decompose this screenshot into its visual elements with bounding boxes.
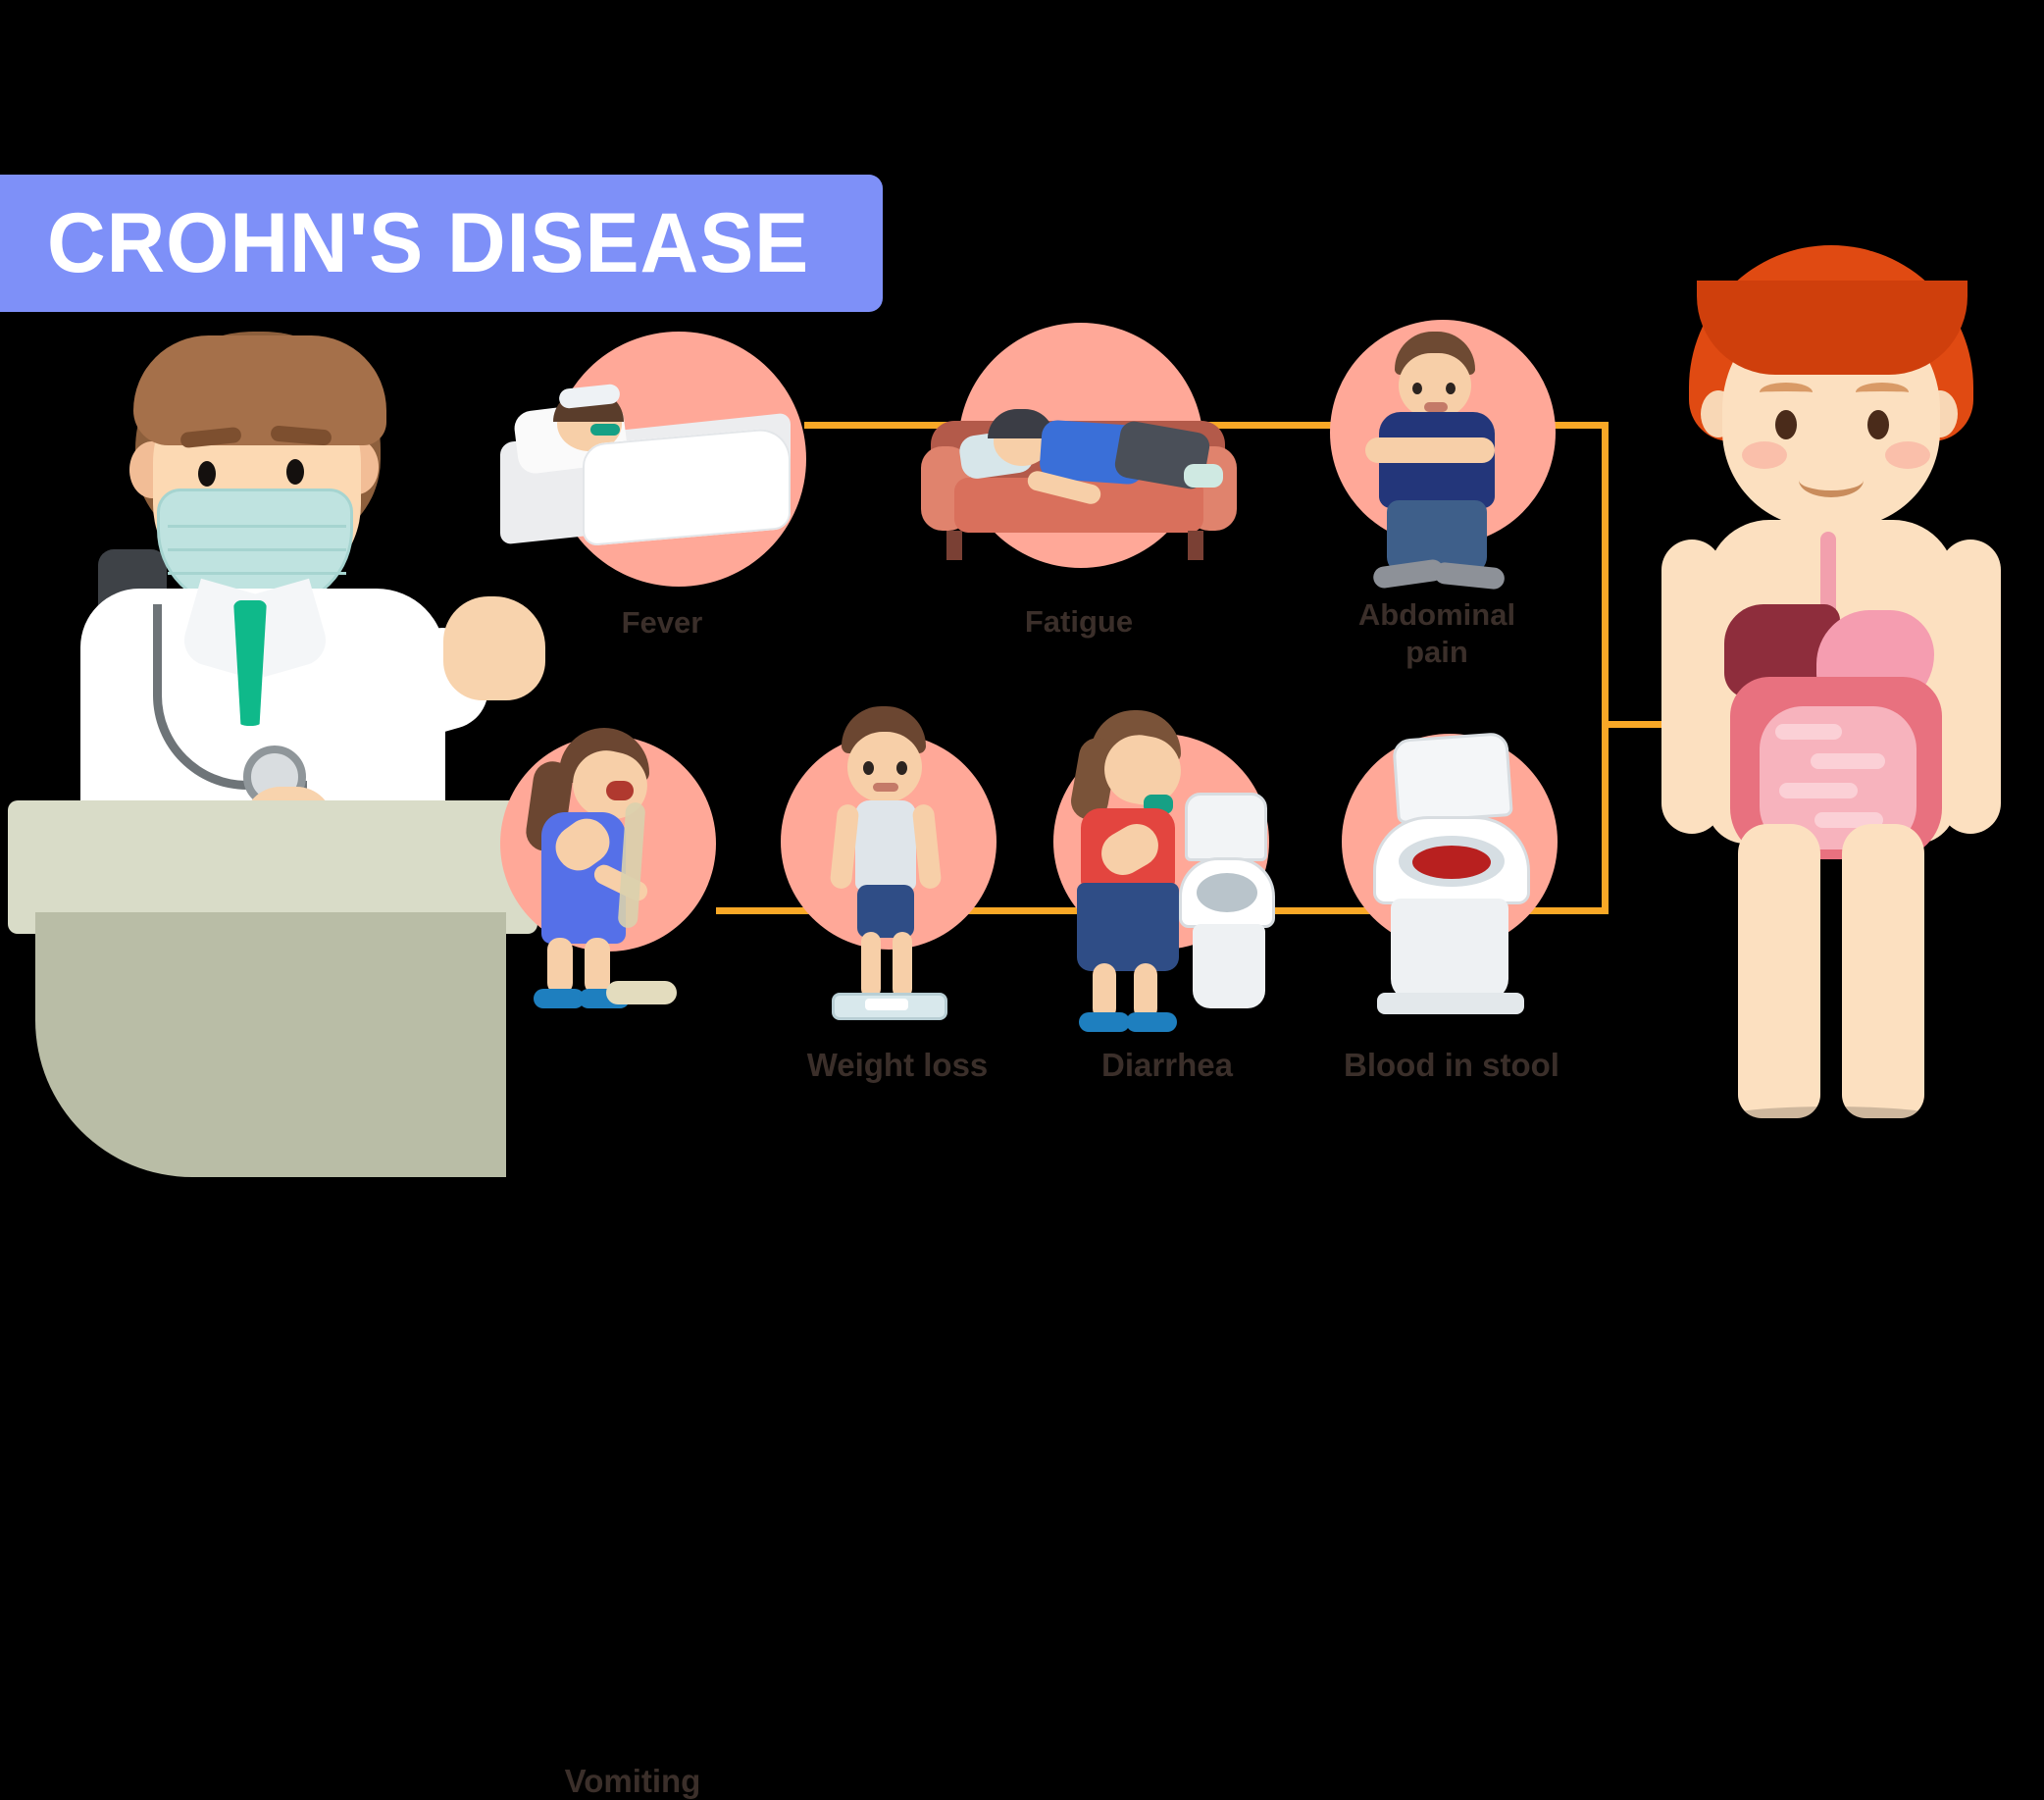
boy-cheek-left bbox=[1742, 441, 1787, 469]
boy-on-scale-icon bbox=[812, 706, 989, 1030]
symptom-vomiting: Vomiting bbox=[490, 716, 775, 1799]
doctor-eye-left bbox=[198, 461, 216, 487]
label-fatigue: Fatigue bbox=[1024, 604, 1134, 639]
boy-eye-right bbox=[1867, 410, 1889, 439]
page-title: CROHN'S DISEASE bbox=[47, 195, 810, 290]
symptom-fever: Fever bbox=[500, 324, 824, 657]
symptom-blood-in-stool: Blood in stool bbox=[1295, 687, 1609, 1083]
toilet-with-blood-icon bbox=[1352, 731, 1567, 1020]
boy-leg-left bbox=[1738, 824, 1820, 1118]
boy-eye-left bbox=[1775, 410, 1797, 439]
desk-top bbox=[8, 800, 537, 934]
boy-eyebrow-right bbox=[1856, 383, 1909, 402]
symptom-diarrhea: Diarrhea bbox=[1010, 687, 1324, 1083]
girl-vomiting-icon bbox=[512, 728, 718, 1022]
label-abdominal-pain-line2: pain bbox=[1405, 635, 1468, 669]
label-fever: Fever bbox=[621, 605, 703, 640]
label-abdominal-pain-line1: Abdominal bbox=[1357, 597, 1516, 632]
symptom-abdominal-pain: Abdominal pain bbox=[1285, 312, 1589, 704]
anatomy-boy-figure bbox=[1628, 245, 2020, 1128]
boy-cheek-right bbox=[1885, 441, 1930, 469]
boy-hair-fringe bbox=[1697, 281, 1967, 375]
boy-smile bbox=[1799, 463, 1864, 497]
label-diarrhea: Diarrhea bbox=[1101, 1047, 1233, 1083]
person-holding-stomach-icon bbox=[1344, 332, 1540, 596]
boy-leg-right bbox=[1842, 824, 1924, 1118]
woman-with-toilet-icon bbox=[1049, 710, 1314, 1034]
symptom-weight-loss: Weight loss bbox=[755, 687, 1040, 1083]
boy-eyebrow-left bbox=[1760, 383, 1813, 402]
doctor-eye-right bbox=[286, 459, 304, 485]
symptom-fatigue: Fatigue bbox=[917, 319, 1241, 662]
desk-front-panel bbox=[35, 912, 506, 1177]
label-blood-in-stool: Blood in stool bbox=[1344, 1047, 1559, 1083]
label-weight-loss: Weight loss bbox=[806, 1047, 989, 1083]
person-in-bed-icon bbox=[500, 363, 804, 574]
infographic-canvas: CROHN'S DISEASE bbox=[0, 175, 2020, 1799]
doctor-figure bbox=[8, 324, 569, 1177]
connector-right-vertical bbox=[1602, 422, 1609, 912]
boy-shadow bbox=[1722, 1106, 1940, 1128]
title-banner: CROHN'S DISEASE bbox=[0, 175, 883, 312]
doctor-hair-front bbox=[133, 335, 386, 445]
stethoscope-icon bbox=[153, 604, 307, 790]
person-on-couch-icon bbox=[921, 387, 1237, 584]
label-vomiting: Vomiting bbox=[564, 1763, 701, 1799]
doctor-open-hand bbox=[443, 596, 545, 700]
